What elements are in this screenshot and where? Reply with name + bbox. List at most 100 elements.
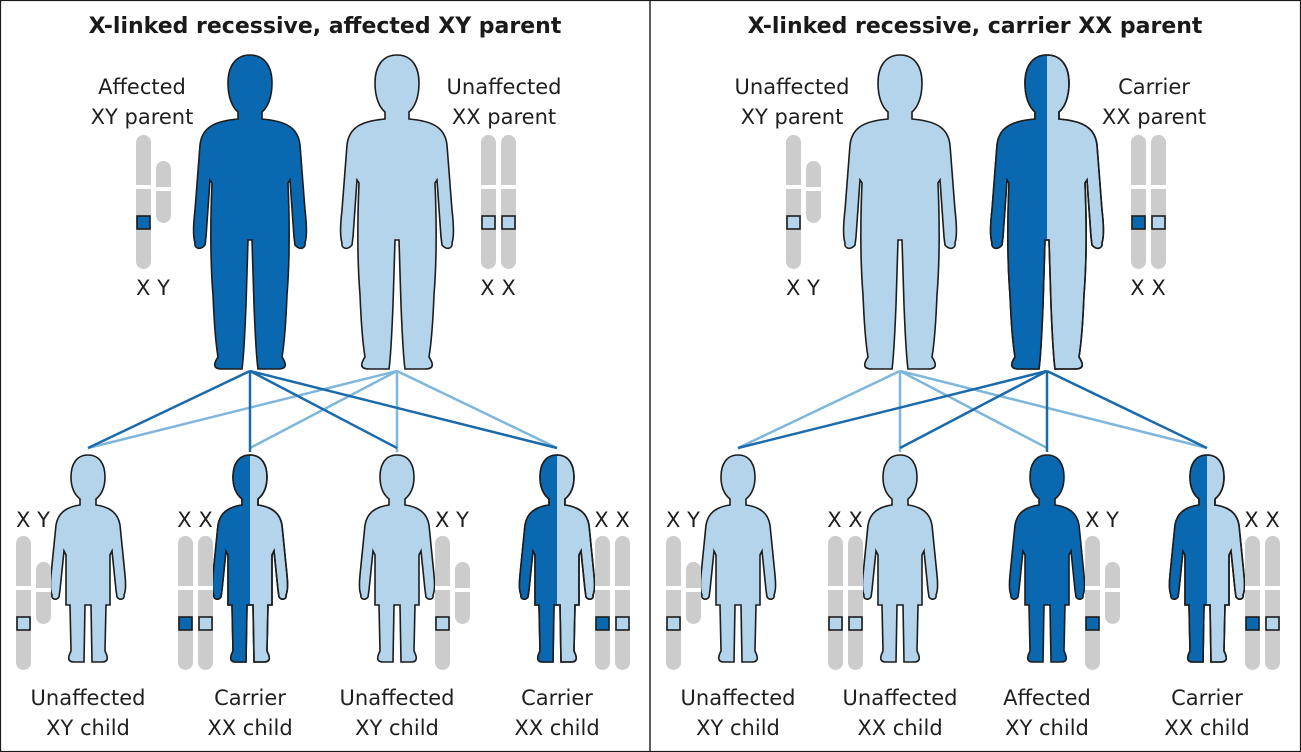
chromosome-label: X Y bbox=[666, 508, 700, 532]
child-label: XY child bbox=[1005, 716, 1089, 740]
chromosome-label: X X bbox=[827, 508, 862, 532]
inheritance-line bbox=[396, 369, 558, 450]
x-chromosome bbox=[198, 536, 213, 670]
centromere bbox=[455, 588, 470, 592]
x-chromosome bbox=[1151, 135, 1166, 269]
child-chromosomes bbox=[1085, 536, 1120, 670]
gene-marker bbox=[666, 616, 681, 631]
gene-marker bbox=[1245, 616, 1260, 631]
centromere bbox=[848, 586, 863, 590]
child-chromosomes bbox=[828, 536, 863, 670]
gene-marker bbox=[595, 616, 610, 631]
child-chromosomes bbox=[1245, 536, 1280, 670]
affected-child-figure bbox=[1008, 454, 1086, 663]
parent-chromosomes bbox=[786, 135, 821, 269]
chromosome-label: X Y bbox=[435, 508, 469, 532]
parent-label: XX parent bbox=[1102, 105, 1206, 129]
child-label: XX child bbox=[207, 716, 292, 740]
centromere bbox=[806, 187, 821, 191]
y-chromosome bbox=[156, 161, 171, 223]
inheritance-line bbox=[737, 369, 901, 450]
centromere bbox=[178, 586, 193, 590]
y-chromosome bbox=[1105, 562, 1120, 624]
inheritance-line bbox=[737, 369, 1048, 450]
centromere bbox=[1105, 588, 1120, 592]
centromere bbox=[1085, 586, 1100, 590]
chromosome-label: X Y bbox=[1085, 508, 1119, 532]
gene-marker bbox=[178, 616, 193, 631]
child-3: X Y Unaffected XY child bbox=[340, 454, 470, 740]
chromosome-label: X X bbox=[177, 508, 212, 532]
gene-marker bbox=[16, 616, 31, 631]
gene-marker bbox=[786, 215, 801, 230]
child-1: X Y Unaffected XY child bbox=[16, 454, 146, 740]
x-chromosome bbox=[1245, 536, 1260, 670]
unaffected-child-figure bbox=[699, 454, 777, 663]
gene-marker bbox=[828, 616, 843, 631]
child-label: Unaffected bbox=[340, 686, 455, 710]
x-chromosome bbox=[786, 135, 801, 269]
x-chromosome bbox=[595, 536, 610, 670]
gene-marker bbox=[615, 616, 630, 631]
inheritance-line bbox=[249, 369, 398, 450]
child-label: Affected bbox=[1003, 686, 1091, 710]
centromere bbox=[686, 588, 701, 592]
child-label: Unaffected bbox=[31, 686, 146, 710]
centromere bbox=[501, 185, 516, 189]
centromere bbox=[828, 586, 843, 590]
centromere bbox=[666, 586, 681, 590]
panel-2: X-linked recessive, carrier XX parentUna… bbox=[666, 14, 1280, 740]
carrier-parent-figure bbox=[989, 54, 1105, 370]
gene-marker bbox=[198, 616, 213, 631]
child-chromosomes bbox=[178, 536, 213, 670]
child-label: XY child bbox=[355, 716, 439, 740]
chromosome-label: X X bbox=[480, 276, 515, 300]
parent-chromosomes bbox=[481, 135, 516, 269]
unaffected-child-figure bbox=[49, 454, 127, 663]
chromosome-label: X Y bbox=[136, 276, 170, 300]
child-label: XX child bbox=[857, 716, 942, 740]
child-label: XX child bbox=[1164, 716, 1249, 740]
panel-title: X-linked recessive, affected XY parent bbox=[89, 14, 562, 39]
unaffected-child-figure bbox=[358, 454, 436, 663]
gene-marker bbox=[481, 215, 496, 230]
child-label: Unaffected bbox=[843, 686, 958, 710]
child-chromosomes bbox=[435, 536, 470, 670]
centromere bbox=[786, 185, 801, 189]
chromosome-label: X X bbox=[1244, 508, 1279, 532]
unaffected-parent-figure bbox=[339, 54, 455, 370]
panel-1: X-linked recessive, affected XY parentAf… bbox=[16, 14, 630, 740]
parent-label: XY parent bbox=[741, 105, 844, 129]
inheritance-line bbox=[87, 369, 398, 450]
child-label: XY child bbox=[696, 716, 780, 740]
centromere bbox=[16, 586, 31, 590]
centromere bbox=[1265, 586, 1280, 590]
child-chromosomes bbox=[666, 536, 701, 670]
panel-title: X-linked recessive, carrier XX parent bbox=[748, 14, 1203, 39]
x-chromosome bbox=[435, 536, 450, 670]
affected-parent-figure bbox=[192, 54, 308, 370]
centromere bbox=[136, 185, 151, 189]
centromere bbox=[156, 187, 171, 191]
inheritance-line bbox=[899, 369, 1048, 450]
x-chromosome bbox=[828, 536, 843, 670]
gene-marker bbox=[136, 215, 151, 230]
x-chromosome bbox=[136, 135, 151, 269]
gene-marker bbox=[1085, 616, 1100, 631]
gene-marker bbox=[1131, 215, 1146, 230]
chromosome-label: X Y bbox=[16, 508, 50, 532]
parent-chromosomes bbox=[136, 135, 171, 269]
child-label: XY child bbox=[46, 716, 130, 740]
carrier-child-figure bbox=[1168, 454, 1246, 663]
centromere bbox=[615, 586, 630, 590]
chromosome-label: X X bbox=[1130, 276, 1165, 300]
inheritance-line bbox=[899, 369, 1208, 450]
x-chromosome bbox=[1265, 536, 1280, 670]
